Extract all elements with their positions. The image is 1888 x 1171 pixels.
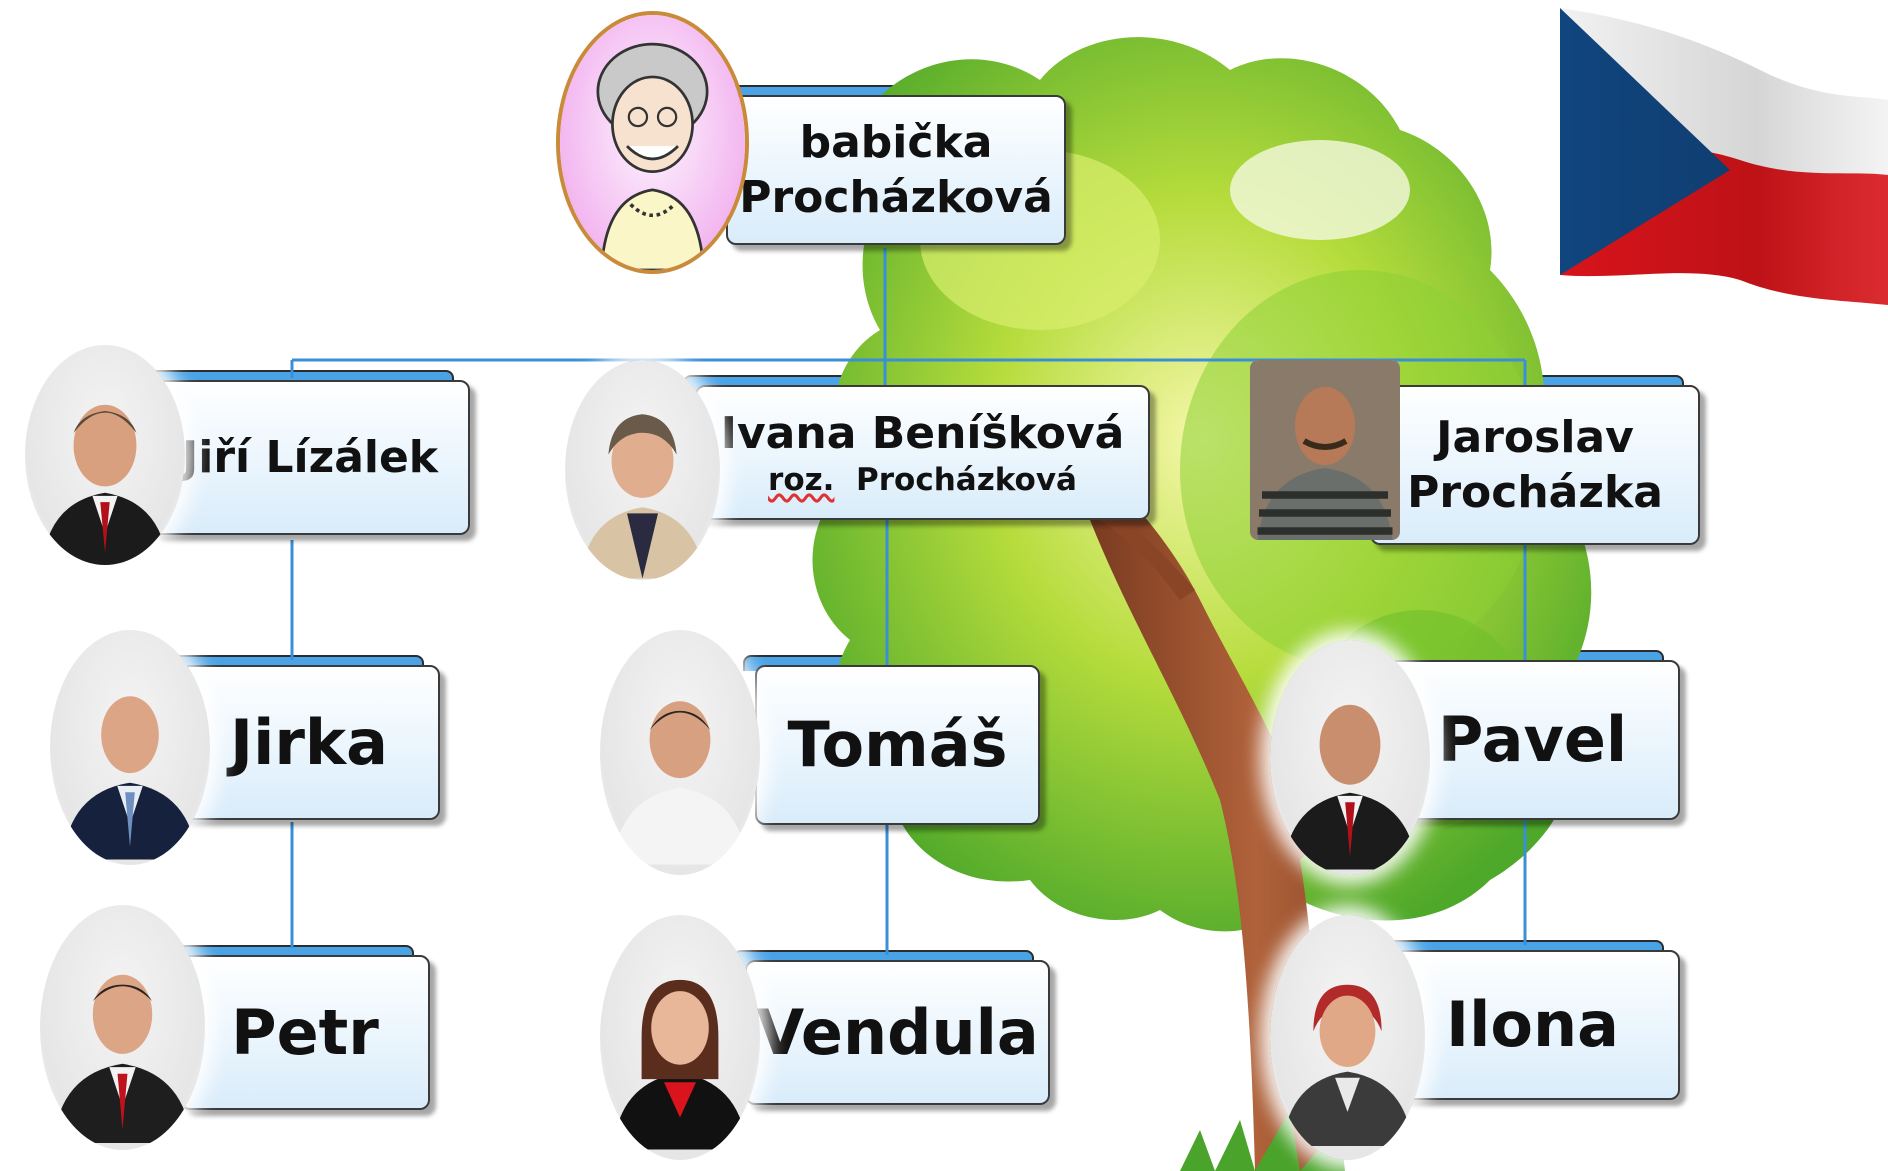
box-jirka: Jirka xyxy=(166,655,440,820)
photo-vendula xyxy=(600,915,760,1160)
box-pavel: Pavel xyxy=(1373,650,1680,820)
photo-jaroslav-prochazka xyxy=(1250,360,1400,540)
photo-ilona xyxy=(1270,915,1425,1160)
grandmother-cartoon-icon xyxy=(560,15,745,270)
name-ivana-beniskova: Ivana Beníšková xyxy=(720,407,1125,459)
name-pavel: Pavel xyxy=(1437,703,1628,777)
name-petr: Petr xyxy=(231,995,379,1069)
maiden-name-line: roz. Procházková xyxy=(768,461,1077,500)
root-line2: Procházková xyxy=(739,172,1053,223)
name-jaroslav-line2: Procházka xyxy=(1407,467,1663,518)
root-box: babička Procházková xyxy=(714,85,1066,245)
name-vendula: Vendula xyxy=(756,995,1039,1069)
photo-jirka xyxy=(50,630,210,865)
photo-jiri-lizalek xyxy=(25,345,185,565)
box-tomas: Tomáš xyxy=(743,655,1040,825)
name-tomas: Tomáš xyxy=(787,708,1008,782)
name-jirka: Jirka xyxy=(230,705,388,779)
photo-petr xyxy=(40,905,205,1150)
photo-tomas xyxy=(600,630,760,875)
maiden-prefix: roz. xyxy=(768,461,835,498)
box-jaroslav-prochazka: Jaroslav Procházka xyxy=(1358,375,1700,545)
box-vendula: Vendula xyxy=(733,950,1050,1105)
box-petr: Petr xyxy=(168,945,430,1110)
maiden-name: Procházková xyxy=(856,461,1077,498)
box-jiri-lizalek: Jiří Lízálek xyxy=(138,370,470,535)
czech-flag-icon xyxy=(1560,8,1888,305)
name-ilona: Ilona xyxy=(1446,988,1619,1062)
box-ivana-beniskova: Ivana Beníšková roz. Procházková xyxy=(683,375,1150,520)
photo-ivana-beniskova xyxy=(565,360,720,580)
name-jaroslav-line1: Jaroslav xyxy=(1436,412,1634,463)
name-jiri-lizalek: Jiří Lízálek xyxy=(181,432,439,483)
root-line1: babička xyxy=(799,117,993,168)
photo-pavel xyxy=(1270,640,1430,875)
box-ilona: Ilona xyxy=(1373,940,1680,1100)
